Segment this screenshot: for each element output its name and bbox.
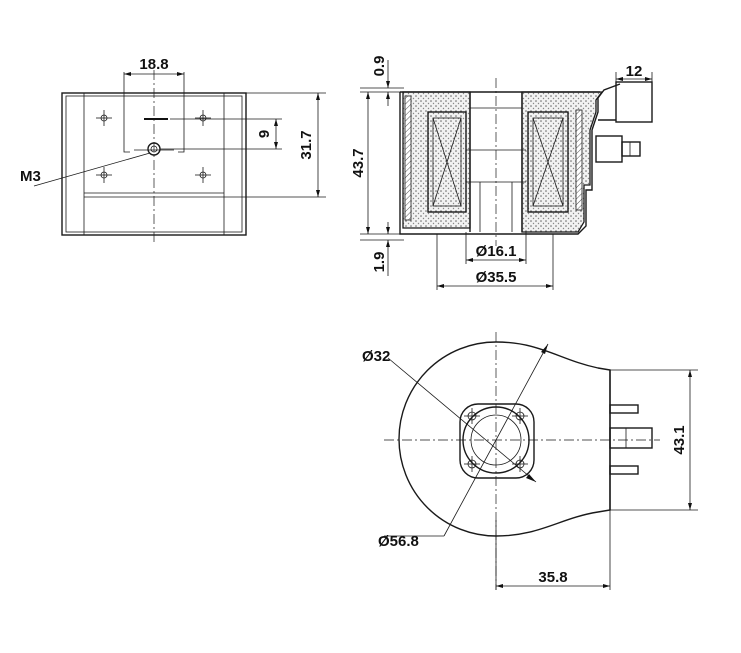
top-holes: [464, 408, 528, 472]
body-diameter-label: Ø35.5: [476, 269, 517, 286]
top-outer-diameter-label: Ø56.8: [378, 533, 419, 550]
top-inner-square: [459, 403, 535, 479]
top-terminals: [609, 404, 653, 475]
bore: [466, 92, 526, 232]
top-outline: [398, 341, 611, 537]
section-frame-right: [575, 109, 583, 211]
section-bottom-gap-label: 1.9: [371, 252, 388, 273]
section-view: 12 0.9 43.7 1.9: [350, 56, 653, 290]
top-view: Ø32 Ø56.8 35.8 43.1: [362, 332, 698, 590]
top-height-dimension: [610, 369, 698, 511]
terminal-width-label: 12: [626, 63, 643, 80]
section-outline: [399, 83, 621, 235]
thread-label: M3: [20, 168, 41, 185]
top-length-dimension: [495, 510, 611, 590]
front-slot-dimension: [160, 118, 282, 150]
diameter32-leader: [387, 357, 537, 483]
section-right-body: [521, 91, 604, 233]
diameter56-leader: [443, 343, 549, 537]
front-view: 18.8 9 31.7 M3: [20, 56, 326, 242]
front-clip-right: [178, 140, 185, 153]
front-slot-label: 9: [256, 130, 273, 138]
section-left-dimensions: [360, 60, 404, 276]
terminal-width-dimension: [615, 72, 653, 84]
section-height-label: 43.7: [350, 148, 367, 177]
top-inner-diameter-label: Ø32: [362, 348, 390, 365]
section-top-gap-label: 0.9: [371, 56, 388, 77]
top-height-label: 43.1: [671, 425, 688, 454]
front-height-label: 31.7: [298, 130, 315, 159]
terminal-connector: [595, 81, 653, 163]
front-holes: [96, 110, 211, 183]
section-bottom-dimensions: [436, 232, 554, 290]
coil-left: [427, 111, 467, 213]
section-frame-left: [404, 95, 412, 221]
bore-diameter-label: Ø16.1: [476, 243, 517, 260]
coil-right: [527, 111, 569, 213]
thread-leader: [33, 152, 151, 187]
front-height-dimension: [224, 92, 326, 198]
front-clip-left: [123, 140, 130, 153]
front-width-label: 18.8: [139, 56, 168, 73]
front-width-dimension: [123, 72, 185, 140]
top-length-label: 35.8: [538, 569, 567, 586]
